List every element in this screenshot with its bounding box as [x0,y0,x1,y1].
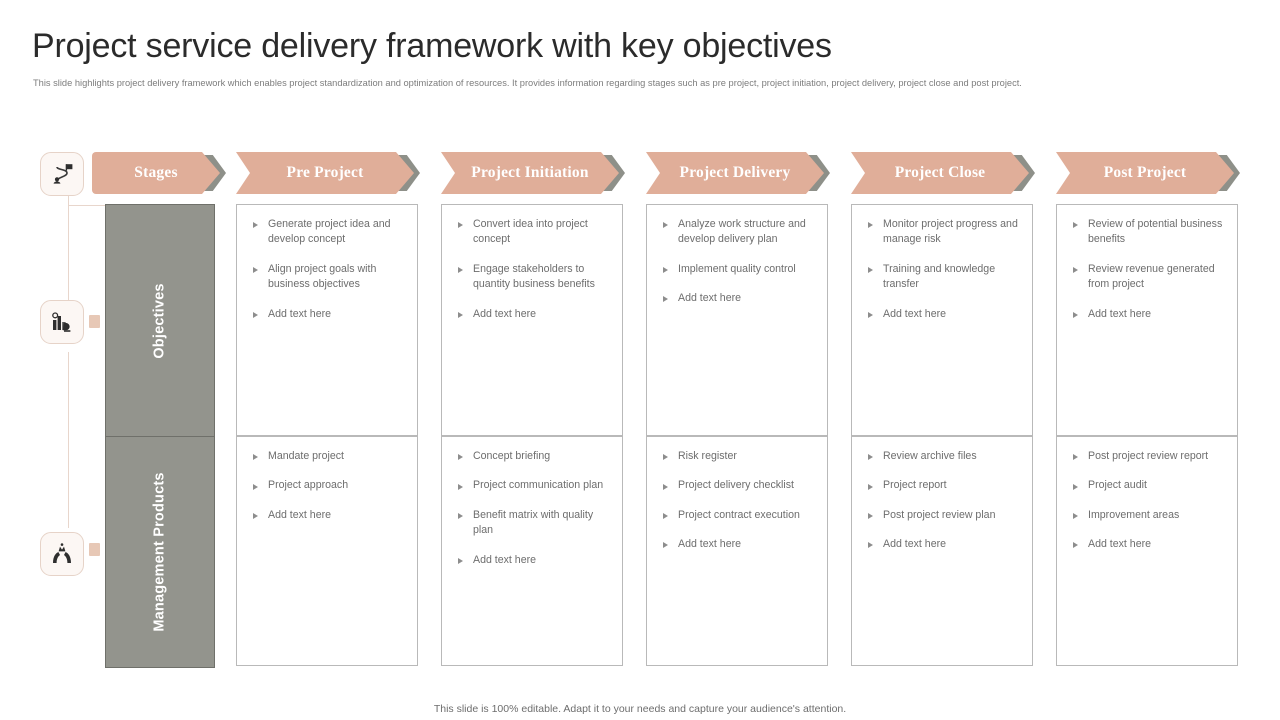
list-item: Add text here [860,307,1022,322]
list-item: Add text here [1065,307,1227,322]
bullet-list: Risk register Project delivery checklist… [655,449,817,553]
stage-header-4-wrap: Post Project [1056,152,1240,194]
list-item: Risk register [655,449,817,464]
cell-objectives-project-initiation[interactable]: Convert idea into project concept Engage… [441,204,623,436]
journey-path-icon [53,164,73,184]
bullet-list: Review of potential business benefits Re… [1065,217,1227,322]
list-item: Training and knowledge transfer [860,262,1022,293]
stage-header-label: Project Delivery [679,164,791,181]
list-item: Review of potential business benefits [1065,217,1227,248]
list-item: Review archive files [860,449,1022,464]
stage-header-project-initiation[interactable]: Project Initiation [441,152,619,194]
cell-objectives-project-delivery[interactable]: Analyze work structure and develop deliv… [646,204,828,436]
list-item: Generate project idea and develop concep… [245,217,407,248]
stage-header-stages[interactable]: Stages [92,152,220,194]
stage-header-label: Project Initiation [471,164,589,181]
page-title: Project service delivery framework with … [32,27,832,65]
list-item: Convert idea into project concept [450,217,612,248]
page-subtitle: This slide highlights project delivery f… [33,78,1022,88]
row-label-management-products-text: Management Products [152,472,168,632]
list-item: Benefit matrix with quality plan [450,508,612,539]
list-item: Implement quality control [655,262,817,277]
row-label-objectives-text: Objectives [152,283,168,359]
objectives-chart-target-icon [52,312,71,332]
bullet-list: Review archive files Project report Post… [860,449,1022,553]
list-item: Add text here [860,537,1022,552]
list-item: Add text here [245,508,407,523]
cell-objectives-project-close[interactable]: Monitor project progress and manage risk… [851,204,1033,436]
stage-header-stages-label: Stages [134,164,178,181]
row-label-objectives: Objectives [105,204,215,438]
stage-header-stages-wrap: Stages [92,152,226,194]
cell-management-products-post-project[interactable]: Post project review report Project audit… [1056,436,1238,666]
cell-management-products-pre-project[interactable]: Mandate project Project approach Add tex… [236,436,418,666]
stage-header-2-wrap: Project Delivery [646,152,830,194]
list-item: Add text here [1065,537,1227,552]
list-item: Align project goals with business object… [245,262,407,293]
cell-objectives-pre-project[interactable]: Generate project idea and develop concep… [236,204,418,436]
list-item: Project contract execution [655,508,817,523]
management-products-hands-icon [53,543,71,563]
list-item: Project audit [1065,478,1227,493]
connector-nub-objectives [89,315,100,328]
stage-header-band: Stages Pre Project Project Initiation Pr… [0,152,1280,196]
bullet-list: Analyze work structure and develop deliv… [655,217,817,307]
connector-horizontal-top [68,205,108,207]
stage-header-project-delivery[interactable]: Project Delivery [646,152,824,194]
objectives-badge[interactable] [40,300,84,344]
row-label-management-products: Management Products [105,436,215,668]
stage-header-pre-project[interactable]: Pre Project [236,152,414,194]
bullet-list: Monitor project progress and manage risk… [860,217,1022,322]
stage-header-3-wrap: Project Close [851,152,1035,194]
cell-objectives-post-project[interactable]: Review of potential business benefits Re… [1056,204,1238,436]
stage-header-label: Post Project [1103,164,1187,181]
bullet-list: Generate project idea and develop concep… [245,217,407,322]
stage-header-0-wrap: Pre Project [236,152,420,194]
stage-header-project-close[interactable]: Project Close [851,152,1029,194]
list-item: Mandate project [245,449,407,464]
list-item: Add text here [655,537,817,552]
list-item: Review revenue generated from project [1065,262,1227,293]
list-item: Project report [860,478,1022,493]
list-item: Add text here [655,291,817,306]
stage-header-label: Project Close [894,164,986,181]
list-item: Improvement areas [1065,508,1227,523]
list-item: Monitor project progress and manage risk [860,217,1022,248]
stage-header-1-wrap: Project Initiation [441,152,625,194]
list-item: Engage stakeholders to quantity business… [450,262,612,293]
list-item: Project approach [245,478,407,493]
list-item: Add text here [245,307,407,322]
list-item: Project communication plan [450,478,612,493]
connector-vertical-lower [68,352,70,528]
stage-header-post-project[interactable]: Post Project [1056,152,1234,194]
journey-path-badge[interactable] [40,152,84,196]
bullet-list: Concept briefing Project communication p… [450,449,612,568]
list-item: Add text here [450,553,612,568]
footer-note: This slide is 100% editable. Adapt it to… [433,703,847,715]
list-item: Concept briefing [450,449,612,464]
connector-vertical [68,196,70,322]
cell-management-products-project-delivery[interactable]: Risk register Project delivery checklist… [646,436,828,666]
bullet-list: Mandate project Project approach Add tex… [245,449,407,523]
bullet-list: Post project review report Project audit… [1065,449,1227,553]
list-item: Add text here [450,307,612,322]
list-item: Post project review report [1065,449,1227,464]
management-products-badge[interactable] [40,532,84,576]
list-item: Analyze work structure and develop deliv… [655,217,817,248]
list-item: Project delivery checklist [655,478,817,493]
stage-header-label: Pre Project [286,164,364,181]
list-item: Post project review plan [860,508,1022,523]
cell-management-products-project-close[interactable]: Review archive files Project report Post… [851,436,1033,666]
cell-management-products-project-initiation[interactable]: Concept briefing Project communication p… [441,436,623,666]
connector-nub-management [89,543,100,556]
bullet-list: Convert idea into project concept Engage… [450,217,612,322]
